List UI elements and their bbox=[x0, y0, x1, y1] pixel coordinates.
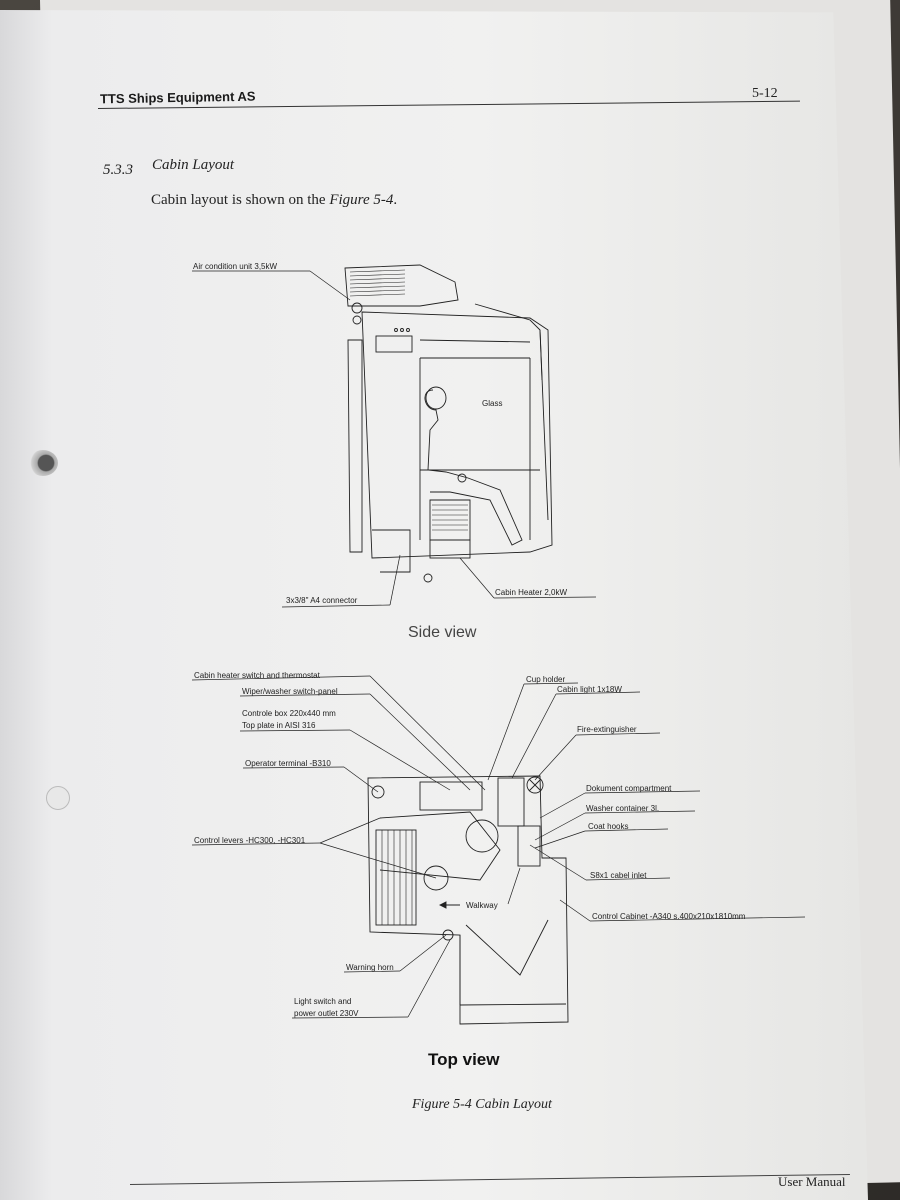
side-view-leaders bbox=[192, 270, 597, 608]
intro-paragraph: Cabin layout is shown on the Figure 5-4. bbox=[151, 192, 397, 209]
callout-power-outlet: power outlet 230V bbox=[294, 1009, 359, 1018]
callout-control-levers: Control levers -HC300, -HC301 bbox=[194, 836, 306, 845]
callout-cabin-heater: Cabin Heater 2,0kW bbox=[495, 588, 567, 597]
callout-wiper-switch: Wiper/washer switch-panel bbox=[242, 687, 338, 696]
side-view-label: Side view bbox=[408, 624, 477, 641]
callout-light-switch: Light switch and bbox=[294, 997, 351, 1006]
callout-fire-extinguisher: Fire-extinguisher bbox=[577, 725, 637, 734]
side-view-drawing bbox=[344, 264, 553, 583]
figure-reference: Figure 5-4 bbox=[329, 192, 394, 208]
footer-manual: User Manual bbox=[778, 1174, 846, 1189]
callout-top-plate: Top plate in AISI 316 bbox=[242, 721, 316, 730]
intro-end: . bbox=[393, 192, 398, 208]
figure-caption: Figure 5-4 Cabin Layout bbox=[412, 1097, 552, 1112]
callout-heater-switch: Cabin heater switch and thermostat bbox=[194, 671, 321, 680]
callout-cup-holder: Cup holder bbox=[526, 675, 565, 684]
page-number: 5-12 bbox=[752, 86, 778, 101]
callout-glass: Glass bbox=[482, 399, 502, 408]
callout-dokument: Dokument compartment bbox=[586, 784, 672, 793]
intro-text: Cabin layout is shown on the bbox=[151, 192, 330, 208]
binder-hole-icon bbox=[46, 786, 70, 810]
section-number: 5.3.3 bbox=[103, 162, 133, 178]
callout-cabin-light: Cabin light 1x18W bbox=[557, 685, 622, 694]
top-view-drawing bbox=[367, 775, 569, 1025]
callout-cable-inlet: S8x1 cabel inlet bbox=[590, 871, 647, 880]
top-view-leaders bbox=[191, 675, 806, 1019]
callout-washer: Washer container 3l. bbox=[586, 804, 659, 813]
callout-warning-horn: Warning horn bbox=[346, 963, 394, 972]
callout-coat-hooks: Coat hooks bbox=[588, 822, 628, 831]
callout-connector: 3x3/8" A4 connector bbox=[286, 596, 358, 605]
section-title: Cabin Layout bbox=[152, 157, 235, 173]
callout-controle-box: Controle box 220x440 mm bbox=[242, 709, 336, 718]
callout-operator-terminal: Operator terminal -B310 bbox=[245, 759, 331, 768]
callout-control-cabinet: Control Cabinet -A340 s.400x210x1810mm bbox=[592, 912, 746, 921]
callout-walkway: Walkway bbox=[466, 901, 498, 910]
binder-hole-icon bbox=[28, 450, 58, 476]
manual-page: TTS Ships Equipment AS 5-12 5.3.3 Cabin … bbox=[0, 10, 868, 1200]
callout-air-condition: Air condition unit 3,5kW bbox=[193, 262, 277, 271]
top-view-label: Top view bbox=[428, 1050, 500, 1069]
